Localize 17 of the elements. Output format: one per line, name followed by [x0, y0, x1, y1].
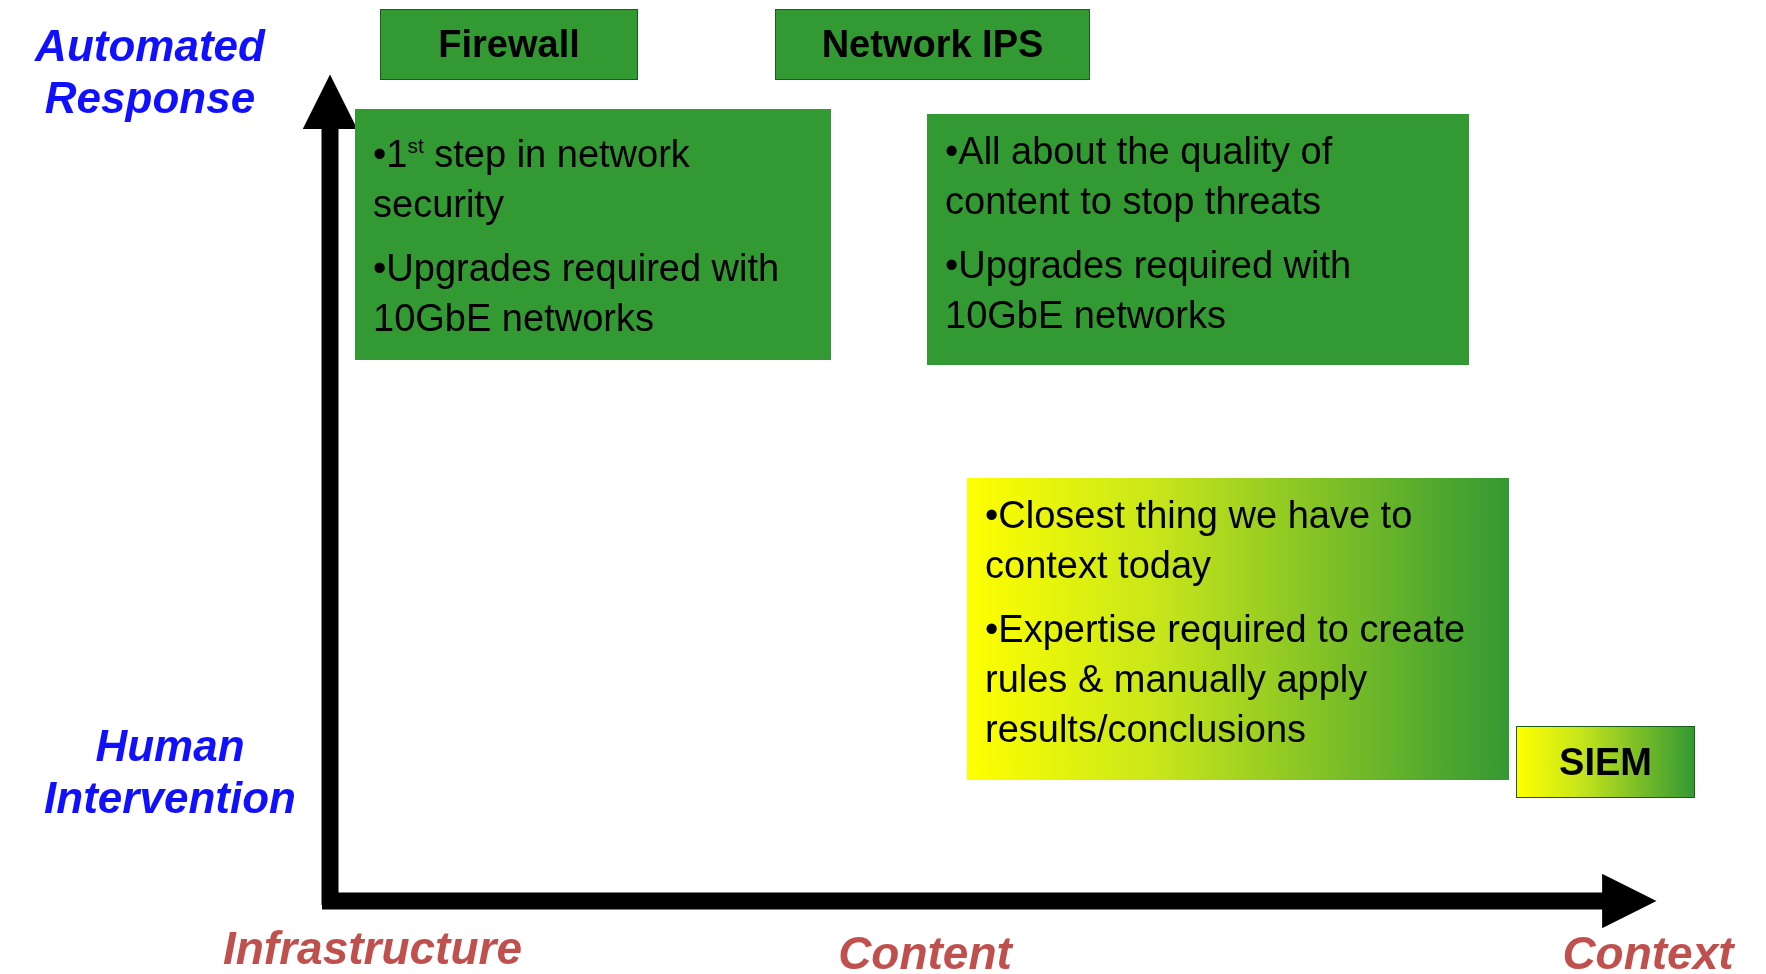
bullet-text: •Expertise required to create rules & manually apply results/conclusions: [985, 607, 1467, 752]
axis-label: Automated Response: [33, 20, 267, 124]
bullet-text: •Upgrades required with 10GbE networks: [945, 243, 1353, 338]
description-box: [355, 109, 831, 360]
title-box: SIEM: [1516, 726, 1695, 798]
axis-label: Human Intervention: [43, 720, 297, 824]
title-box: Network IPS: [775, 9, 1090, 80]
axis-label: Content: [837, 927, 1015, 974]
description-box: [967, 478, 1509, 780]
title-box: Firewall: [380, 9, 638, 80]
bullet-text: •1$^{st}$ step in network security: [373, 131, 691, 227]
axis-label: Context: [1561, 927, 1736, 974]
bullet-text: •Upgrades required with 10GbE networks: [373, 245, 781, 341]
bullet-text: •All about the quality of content to stop threats: [945, 129, 1334, 224]
axis-label: Infrastructure: [221, 922, 524, 974]
description-box: [927, 114, 1469, 365]
bullet-text: •Closest thing we have to context today: [985, 493, 1414, 588]
